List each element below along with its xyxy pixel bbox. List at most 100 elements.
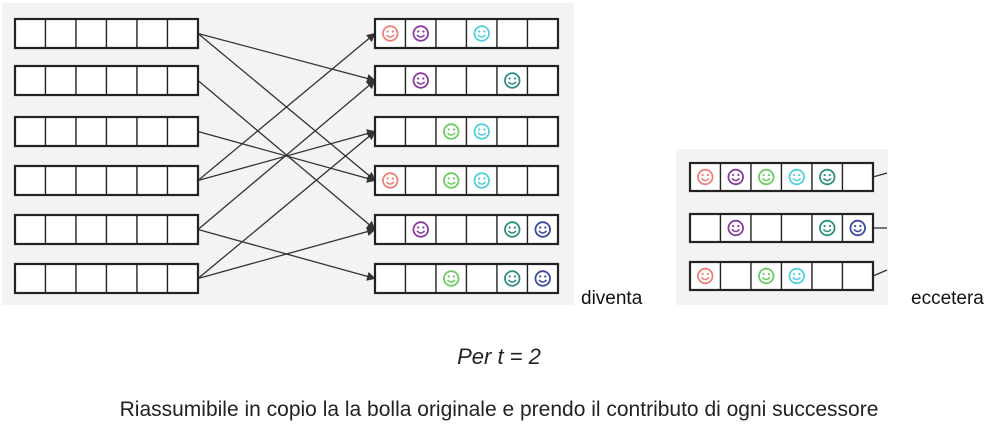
cell <box>136 214 169 245</box>
right-row-group <box>373 17 560 295</box>
smiley-purple-icon <box>412 221 429 238</box>
cell <box>166 116 199 147</box>
smiley-navy-icon <box>534 270 551 287</box>
left-bubble-row <box>13 64 200 97</box>
cell <box>750 162 783 192</box>
explanation-sentence: Riassumibile in copio la la bolla origin… <box>119 398 879 421</box>
smiley-green-icon <box>443 172 460 189</box>
cell <box>374 214 407 245</box>
cell <box>14 263 47 294</box>
cell <box>750 261 783 291</box>
smiley-salmon-icon <box>382 172 399 189</box>
smiley-cyan-icon <box>473 123 490 140</box>
cell <box>75 116 108 147</box>
cell <box>44 263 77 294</box>
left-bubble-row <box>13 262 200 295</box>
cell <box>496 18 529 49</box>
cell <box>496 65 529 96</box>
right-bubble-row <box>373 164 560 197</box>
smiley-green-icon <box>758 168 775 186</box>
cell <box>44 214 77 245</box>
cell <box>166 263 199 294</box>
cell <box>465 65 498 96</box>
cell <box>404 116 437 147</box>
transition-arrow <box>197 227 376 280</box>
cell <box>136 263 169 294</box>
cell <box>841 213 874 243</box>
cell <box>14 65 47 96</box>
cell <box>435 65 468 96</box>
smiley-cyan-icon <box>473 25 490 42</box>
cell <box>374 65 407 96</box>
cell <box>780 261 813 291</box>
smiley-purple-icon <box>727 168 744 186</box>
cell <box>811 261 844 291</box>
cell <box>496 165 529 196</box>
cell <box>465 165 498 196</box>
cell <box>780 162 813 192</box>
left-bubble-row <box>13 164 200 197</box>
result-bubble-row <box>688 161 875 193</box>
cell <box>841 162 874 192</box>
cell <box>719 213 752 243</box>
continuation-arrow <box>872 269 888 277</box>
cell <box>374 263 407 294</box>
diventa-label: diventa <box>581 288 643 309</box>
cell <box>136 165 169 196</box>
cell <box>465 18 498 49</box>
cell <box>136 65 169 96</box>
smiley-green-icon <box>443 270 460 287</box>
left-bubble-row <box>13 17 200 50</box>
cell <box>404 263 437 294</box>
cell <box>841 261 874 291</box>
result-bubble-row <box>688 212 875 244</box>
cell <box>44 116 77 147</box>
smiley-navy-icon <box>534 221 551 238</box>
smiley-purple-icon <box>727 219 744 237</box>
left-bubble-row <box>13 213 200 246</box>
continuation-arrow <box>872 172 888 178</box>
cell <box>526 263 559 294</box>
left-bubble-row <box>13 115 200 148</box>
cell <box>526 65 559 96</box>
cell <box>750 213 783 243</box>
arrow-group <box>197 32 376 281</box>
transition-arrow <box>197 32 376 182</box>
smiley-navy-icon <box>849 219 866 237</box>
smiley-cyan-icon <box>788 168 805 186</box>
transition-arrow <box>197 32 376 83</box>
smiley-green-icon <box>443 123 460 140</box>
smiley-teal-icon <box>819 168 836 186</box>
cell <box>75 263 108 294</box>
cell <box>689 261 722 291</box>
cell <box>75 214 108 245</box>
smiley-purple-icon <box>412 72 429 89</box>
right-bubble-row <box>373 115 560 148</box>
cell <box>75 165 108 196</box>
cell <box>404 65 437 96</box>
cell <box>105 116 138 147</box>
cell <box>526 214 559 245</box>
cell <box>465 214 498 245</box>
transition-arrow <box>197 79 376 230</box>
cell <box>811 162 844 192</box>
cell <box>496 214 529 245</box>
result-bubble-row <box>688 260 875 292</box>
cell <box>496 263 529 294</box>
right-bubble-row <box>373 64 560 97</box>
transition-arrow <box>197 130 376 280</box>
result-row-group <box>688 161 888 292</box>
smiley-salmon-icon <box>697 168 714 186</box>
cell <box>435 263 468 294</box>
cell <box>465 116 498 147</box>
cell <box>374 18 407 49</box>
cell <box>526 165 559 196</box>
cell <box>166 214 199 245</box>
right-bubble-row <box>373 262 560 295</box>
cell <box>105 214 138 245</box>
smiley-purple-icon <box>412 25 429 42</box>
cell <box>404 18 437 49</box>
cell <box>496 116 529 147</box>
right-bubble-row <box>373 213 560 246</box>
